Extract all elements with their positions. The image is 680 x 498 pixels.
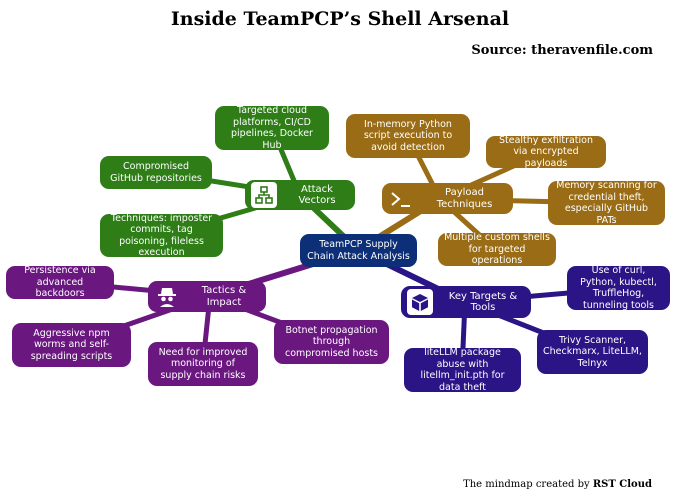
targets-item-2-text: Trivy Scanner, Checkmarx, LiteLLM, Telny…: [543, 334, 642, 369]
attack-vector-item-2-text: Compromised GitHub repositories: [110, 161, 202, 184]
attack-vector-item-1[interactable]: Targeted cloud platforms, CI/CD pipeline…: [215, 105, 329, 151]
payload-item-4[interactable]: Multiple custom shells for targeted oper…: [438, 232, 556, 267]
terminal-icon: [388, 186, 414, 212]
credit-prefix: The mindmap created by: [463, 479, 590, 490]
targets-item-1-text: Use of curl, Python, kubectl, TruffleHog…: [580, 265, 657, 311]
targets-item-3-text: liteLLM package abuse with litellm_init.…: [420, 347, 505, 393]
payload-item-1[interactable]: In-memory Python script execution to avo…: [346, 114, 470, 158]
network-icon: [251, 182, 277, 208]
targets-item-1[interactable]: Use of curl, Python, kubectl, TruffleHog…: [567, 265, 670, 311]
credit-name: RST Cloud: [592, 479, 652, 490]
key-targets-node[interactable]: Key Targets & Tools: [401, 286, 531, 318]
payload-item-3-text: Memory scanning for credential theft, es…: [556, 180, 657, 226]
attack-vectors-label: Attack Vectors: [298, 183, 336, 207]
payload-techniques-node[interactable]: Payload Techniques: [382, 183, 513, 214]
tactics-item-1-text: Persistence via advanced backdoors: [24, 265, 96, 300]
tactics-item-2-text: Aggressive npm worms and self-spreading …: [30, 327, 113, 362]
attack-vector-item-1-text: Targeted cloud platforms, CI/CD pipeline…: [231, 105, 313, 151]
key-targets-label: Key Targets & Tools: [448, 290, 518, 314]
cube-icon: [407, 289, 433, 315]
tactics-item-2[interactable]: Aggressive npm worms and self-spreading …: [12, 323, 131, 367]
spy-icon: [154, 284, 180, 310]
page-title: Inside TeamPCP’s Shell Arsenal: [170, 8, 510, 30]
tactics-item-4[interactable]: Botnet propagation through compromised h…: [274, 320, 389, 364]
tactics-impact-label: Tactics & Impact: [201, 285, 247, 308]
tactics-item-1[interactable]: Persistence via advanced backdoors: [6, 265, 114, 300]
attack-vector-item-2[interactable]: Compromised GitHub repositories: [100, 156, 212, 189]
attack-vectors-node[interactable]: Attack Vectors: [245, 180, 355, 210]
payload-item-3[interactable]: Memory scanning for credential theft, es…: [548, 180, 665, 226]
tactics-item-3[interactable]: Need for improved monitoring of supply c…: [148, 342, 258, 386]
tactics-item-3-text: Need for improved monitoring of supply c…: [158, 346, 248, 381]
tactics-item-4-text: Botnet propagation through compromised h…: [284, 324, 379, 359]
payload-item-1-text: In-memory Python script execution to avo…: [363, 118, 453, 153]
attack-vector-item-3[interactable]: Techniques: imposter commits, tag poison…: [100, 212, 223, 259]
payload-techniques-label: Payload Techniques: [436, 187, 493, 210]
attack-vector-item-3-text: Techniques: imposter commits, tag poison…: [110, 212, 213, 259]
targets-item-3[interactable]: liteLLM package abuse with litellm_init.…: [404, 347, 521, 393]
credit-caption: The mindmap created by RST Cloud: [463, 479, 652, 490]
payload-item-2[interactable]: Stealthy exfiltration via encrypted payl…: [486, 134, 606, 169]
tactics-impact-node[interactable]: Tactics & Impact: [148, 281, 266, 312]
source-caption: Source: theravenfile.com: [471, 43, 653, 58]
root-node[interactable]: TeamPCP Supply Chain Attack Analysis: [300, 234, 417, 267]
payload-item-2-text: Stealthy exfiltration via encrypted payl…: [498, 134, 594, 169]
root-label: TeamPCP Supply Chain Attack Analysis: [307, 239, 410, 262]
targets-item-2[interactable]: Trivy Scanner, Checkmarx, LiteLLM, Telny…: [537, 330, 648, 374]
payload-item-4-text: Multiple custom shells for targeted oper…: [444, 232, 550, 267]
